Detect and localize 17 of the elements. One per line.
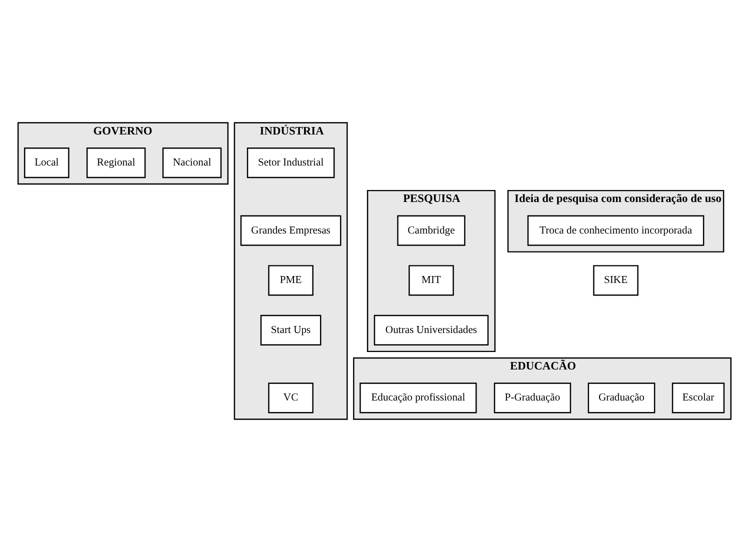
node-box: PME bbox=[268, 264, 314, 296]
node-box: Cambridge bbox=[397, 214, 466, 246]
node-box: Outras Universidades bbox=[374, 314, 489, 345]
node-box: Grandes Empresas bbox=[240, 214, 342, 246]
node-box: Local bbox=[24, 147, 70, 178]
node-box: Graduação bbox=[588, 382, 656, 413]
node-box: SIKE bbox=[593, 264, 638, 296]
node-box: Regional bbox=[86, 147, 146, 178]
node-box: Nacional bbox=[162, 147, 222, 178]
node-box: P-Graduação bbox=[494, 382, 572, 413]
node-box: Start Ups bbox=[260, 314, 322, 345]
node-box: MIT bbox=[408, 264, 454, 296]
node-box: Escolar bbox=[672, 382, 725, 413]
node-box: VC bbox=[268, 382, 314, 413]
node-box: Setor Industrial bbox=[246, 147, 335, 178]
node-box: Educação profissional bbox=[360, 382, 477, 413]
node-box: Troca de conhecimento incorporada bbox=[527, 214, 704, 246]
